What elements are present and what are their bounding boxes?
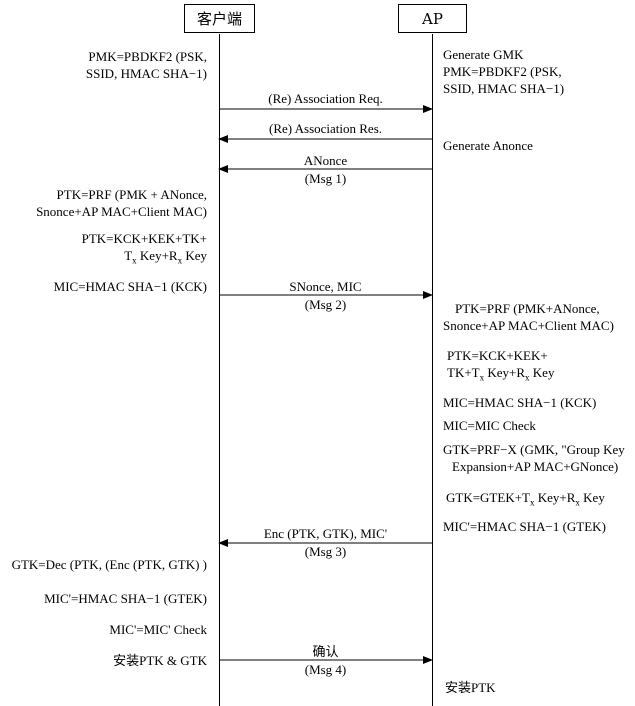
note-line: Tx Key+Rx Key [82,247,207,270]
note-line: MIC'=HMAC SHA−1 (GTEK) [443,519,606,534]
ap-note-mic-gtek: MIC'=HMAC SHA−1 (GTEK) [443,518,606,535]
ap-actor-box: AP [398,4,467,33]
note-text: Key+R [136,248,178,263]
ap-lifeline [432,34,433,706]
note-line: 安装PTK & GTK [113,653,207,668]
note-line: GTK=Dec (PTK, (Enc (PTK, GTK) ) [11,557,207,572]
subscript-text: x [177,255,183,266]
note-line: MIC'=HMAC SHA−1 (GTEK) [44,591,207,606]
msg-label-line: (Msg 4) [304,662,347,677]
subscript-text: x [479,372,485,383]
note-text: Key [182,248,207,263]
ap-note-gtk-prf-2: Expansion+AP MAC+GNonce) [452,458,618,475]
note-text: T [124,248,133,263]
note-line: Expansion+AP MAC+GNonce) [452,459,619,474]
msg-label-msg2: SNonce, MIC (Msg 2) [219,279,432,313]
msg-label-line: Enc (PTK, GTK), MIC' [263,526,388,541]
msg-label-assoc-req: (Re) Association Req. [219,91,432,107]
note-text: GTK=GTEK+T [446,490,530,505]
note-text: TK+T [447,365,480,380]
note-line: Generate GMK [443,47,524,62]
msg-label-line: (Msg 2) [304,297,347,312]
ap-note-gen-gmk: Generate GMK PMK=PBDKF2 (PSK, SSID, HMAC… [443,46,564,97]
client-actor-label: 客户端 [196,10,242,28]
note-line: PMK=PBDKF2 (PSK, [88,49,207,64]
note-line: Generate Anonce [443,138,533,153]
note-line: Snonce+AP MAC+Client MAC) [36,204,207,219]
note-text: Key+R [484,365,526,380]
note-line: PTK=KCK+KEK+ [447,348,548,363]
client-note-ptk-split: PTK=KCK+KEK+TK+ Tx Key+Rx Key [82,230,207,270]
note-line: PTK=PRF (PMK+ANonce, [455,301,600,316]
ap-note-ptk-prf: PTK=PRF (PMK+ANonce, [455,300,600,317]
msg-label-line: (Msg 3) [304,544,347,559]
client-note-mic-check: MIC'=MIC' Check [109,621,207,638]
subscript-text: x [132,255,137,266]
client-note-mic-gtek: MIC'=HMAC SHA−1 (GTEK) [44,590,207,607]
note-line: MIC'=MIC' Check [109,622,207,637]
ap-actor-label: AP [422,9,443,28]
note-text: Key [579,490,605,505]
ap-note-gtk-split: GTK=GTEK+Tx Key+Rx Key [446,489,605,512]
msg-label-line: ANonce [303,153,348,168]
note-text: Key+R [534,490,576,505]
ap-note-ptk-prf-2: Snonce+AP MAC+Client MAC) [443,317,614,334]
client-note-install: 安装PTK & GTK [113,652,207,669]
ap-note-mic: MIC=HMAC SHA−1 (KCK) [443,394,596,411]
msg-label-msg3: Enc (PTK, GTK), MIC' (Msg 3) [219,526,432,560]
ap-note-mic-check: MIC=MIC Check [443,417,536,434]
subscript-text: x [525,372,530,383]
client-actor-box: 客户端 [184,4,255,33]
msg-label-line: (Re) Association Req. [268,91,383,106]
ap-note-gtk-prf: GTK=PRF−X (GMK, "Group Key [443,441,625,458]
note-line: GTK=PRF−X (GMK, "Group Key [443,442,625,457]
note-line: PMK=PBDKF2 (PSK, [443,64,562,79]
subscript-text: x [575,497,580,508]
client-note-gtk-dec: GTK=Dec (PTK, (Enc (PTK, GTK) ) [12,556,207,573]
note-line: MIC=HMAC SHA−1 (KCK) [443,395,597,410]
note-line: PTK=KCK+KEK+TK+ [81,231,207,246]
client-note-pmk: PMK=PBDKF2 (PSK, SSID, HMAC SHA−1) [86,48,207,82]
client-lifeline [219,34,220,706]
note-line: 安装PTK [445,680,496,695]
client-note-mic: MIC=HMAC SHA−1 (KCK) [54,278,207,295]
note-line: SSID, HMAC SHA−1) [85,66,207,81]
subscript-text: x [529,497,535,508]
note-line: MIC=MIC Check [443,418,536,433]
ap-note-ptk-split: PTK=KCK+KEK+ TK+Tx Key+Rx Key [447,347,554,387]
msg-label-assoc-res: (Re) Association Res. [219,121,432,137]
note-line: PTK=PRF (PMK + ANonce, [56,187,207,202]
msg-label-msg1: ANonce (Msg 1) [219,153,432,187]
note-text: Key [529,365,555,380]
msg-label-line: 确认 [312,644,339,659]
msg-label-msg4: 确认 (Msg 4) [219,644,432,678]
msg-label-line: (Msg 1) [304,171,347,186]
note-line: SSID, HMAC SHA−1) [443,81,565,96]
msg-label-line: (Re) Association Res. [268,121,382,136]
ap-note-gen-anonce: Generate Anonce [443,137,533,154]
msg-label-line: SNonce, MIC [289,279,362,294]
ap-note-install: 安装PTK [445,679,496,696]
client-note-ptk-prf: PTK=PRF (PMK + ANonce, Snonce+AP MAC+Cli… [36,186,207,220]
note-line: TK+Tx Key+Rx Key [447,364,554,387]
note-line: Snonce+AP MAC+Client MAC) [443,318,614,333]
note-line: GTK=GTEK+Tx Key+Rx Key [446,489,605,512]
note-line: MIC=HMAC SHA−1 (KCK) [53,279,207,294]
